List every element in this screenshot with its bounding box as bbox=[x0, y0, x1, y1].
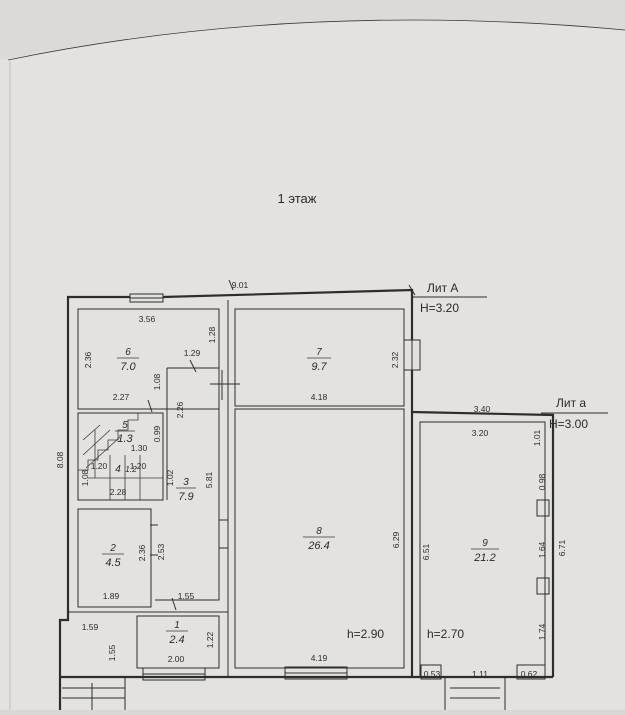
lit-a-label: Лит А H=3.20 bbox=[412, 281, 487, 315]
room-8-number: 8 bbox=[316, 526, 322, 537]
lit-a-small-label: Лит а H=3.00 bbox=[541, 396, 608, 431]
paper-edge bbox=[7, 19, 625, 61]
room-4-area: 1.2 bbox=[125, 464, 137, 474]
dim-1-89: 1.89 bbox=[103, 591, 120, 601]
paper-sheet bbox=[0, 20, 625, 710]
room-8: 8 26.4 bbox=[303, 526, 335, 552]
vertical-dimension-labels: 1.28 2.36 2.32 1.08 2.26 1.01 0.99 8.08 … bbox=[55, 326, 567, 661]
room-7-area: 9.7 bbox=[311, 361, 327, 373]
dim-6-71: 6.71 bbox=[557, 539, 567, 556]
dim-1-30: 1.30 bbox=[131, 443, 148, 453]
dim-0-99: 0.99 bbox=[152, 425, 162, 442]
room-5-area: 1.3 bbox=[117, 433, 133, 445]
room-1: 1 2.4 bbox=[166, 620, 188, 646]
dim-1-20-b: 1.20 bbox=[130, 461, 147, 471]
room-6-area: 7.0 bbox=[120, 361, 136, 373]
room-9-height: h=2.70 bbox=[427, 627, 464, 641]
room-3-area: 7.9 bbox=[178, 491, 193, 503]
room-7: 7 9.7 bbox=[307, 347, 331, 373]
dim-1-29: 1.29 bbox=[184, 348, 201, 358]
room-8-height: h=2.90 bbox=[347, 627, 384, 641]
dim-1-59: 1.59 bbox=[82, 622, 99, 632]
dim-1-20-a: 1.20 bbox=[91, 461, 108, 471]
dimension-ticks bbox=[147, 279, 416, 611]
dim-1-08-b: 1.08 bbox=[80, 469, 90, 486]
dim-5-81: 5.81 bbox=[204, 471, 214, 488]
dim-1-74: 1.74 bbox=[537, 623, 547, 640]
dim-1-22: 1.22 bbox=[205, 631, 215, 648]
dim-1-55-b: 1.55 bbox=[107, 644, 117, 661]
room-5-number: 5 bbox=[122, 420, 128, 431]
dim-0-98: 0.98 bbox=[537, 473, 547, 490]
room-3: 3 7.9 bbox=[176, 477, 196, 503]
dim-4-18: 4.18 bbox=[311, 392, 328, 402]
dim-2-00: 2.00 bbox=[168, 654, 185, 664]
stairs bbox=[78, 413, 163, 500]
dim-9-01: 9.01 bbox=[232, 280, 249, 290]
room-7-number: 7 bbox=[316, 347, 322, 358]
dim-2-53: 2.53 bbox=[156, 543, 166, 560]
dim-2-28: 2.28 bbox=[110, 487, 127, 497]
dim-4-19: 4.19 bbox=[311, 653, 328, 663]
dim-8-08: 8.08 bbox=[55, 451, 65, 468]
dim-2-27: 2.27 bbox=[113, 392, 130, 402]
room-4: 4 bbox=[115, 464, 121, 475]
dim-1-01: 1.01 bbox=[532, 429, 542, 446]
room-9-area: 21.2 bbox=[473, 552, 495, 564]
room-5: 5 1.3 bbox=[115, 420, 135, 445]
room-8-area: 26.4 bbox=[307, 540, 329, 552]
dim-1-28: 1.28 bbox=[207, 326, 217, 343]
dim-3-56: 3.56 bbox=[139, 314, 156, 324]
dim-2-26: 2.26 bbox=[175, 401, 185, 418]
dim-1-11: 1.11 bbox=[472, 669, 488, 679]
room-1-area: 2.4 bbox=[168, 634, 184, 646]
dim-1-08-a: 1.08 bbox=[152, 373, 162, 390]
room-2-number: 2 bbox=[109, 543, 116, 554]
entrance-steps bbox=[62, 677, 506, 710]
room-1-number: 1 bbox=[174, 620, 180, 631]
dimension-labels: 9.01 3.56 1.29 2.27 4.18 3.40 3.20 1.30 … bbox=[82, 280, 538, 679]
windows bbox=[129, 293, 550, 681]
dim-2-36-b: 2.36 bbox=[137, 544, 147, 561]
room-6-number: 6 bbox=[125, 347, 131, 358]
dim-6-51: 6.51 bbox=[421, 543, 431, 560]
dim-2-32: 2.32 bbox=[390, 351, 400, 368]
door-marks bbox=[150, 370, 240, 556]
dim-3-20: 3.20 bbox=[472, 428, 489, 438]
lit-a-small-height: H=3.00 bbox=[549, 417, 588, 431]
floor-title: 1 этаж bbox=[278, 191, 317, 206]
dim-6-29: 6.29 bbox=[391, 531, 401, 548]
dim-2-36-a: 2.36 bbox=[83, 351, 93, 368]
lit-a-height: H=3.20 bbox=[420, 301, 459, 315]
room-4-number: 4 bbox=[115, 464, 121, 475]
dim-3-40: 3.40 bbox=[474, 404, 491, 414]
dim-1-64: 1.64 bbox=[537, 541, 547, 558]
room-2-area: 4.5 bbox=[105, 557, 121, 569]
dim-0-53: 0.53 bbox=[424, 669, 441, 679]
room-9: 9 21.2 bbox=[471, 538, 499, 564]
room-9-number: 9 bbox=[482, 538, 488, 549]
room-2: 2 4.5 bbox=[102, 543, 124, 569]
room-6: 6 7.0 bbox=[117, 347, 139, 373]
room-3-number: 3 bbox=[183, 477, 189, 488]
lit-a-small-name: Лит а bbox=[556, 396, 586, 410]
dim-1-55-a: 1.55 bbox=[178, 591, 195, 601]
dim-0-62: 0.62 bbox=[521, 669, 538, 679]
lit-a-name: Лит А bbox=[427, 281, 458, 295]
dim-1-02: 1.02 bbox=[165, 469, 175, 486]
